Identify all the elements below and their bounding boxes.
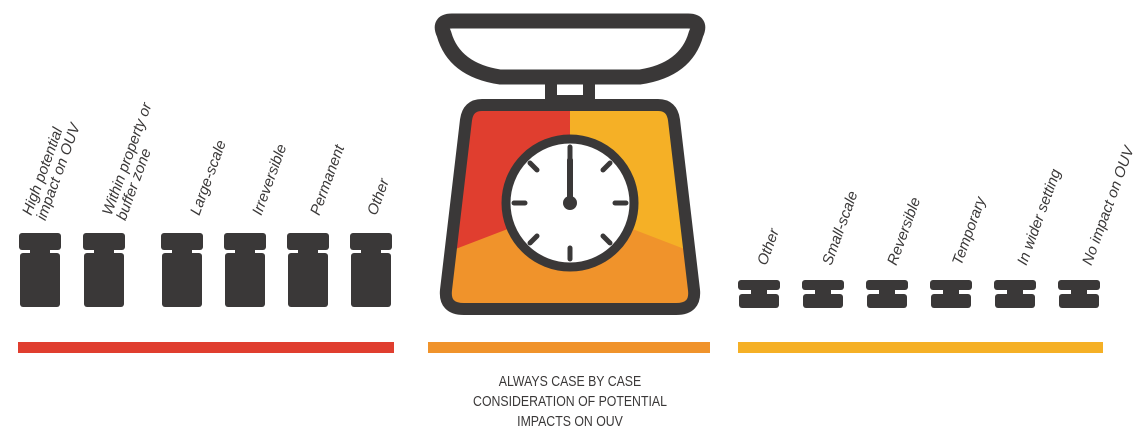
heavy-weight-icon	[287, 233, 329, 307]
heavy-weights-group	[19, 233, 392, 307]
scale-body	[439, 99, 701, 315]
light-weight-icon	[866, 280, 908, 308]
light-weight-icon	[1058, 280, 1100, 308]
light-weight-icon	[930, 280, 972, 308]
scale-neck	[545, 71, 595, 107]
heavy-weight-icon	[161, 233, 203, 307]
light-weights-group	[738, 280, 1100, 308]
heavy-weight-icon	[350, 233, 392, 307]
light-weight-icon	[994, 280, 1036, 308]
left-bar	[18, 342, 394, 353]
caption-text: ALWAYS CASE BY CASE CONSIDERATION OF POT…	[473, 373, 667, 430]
clock-dial-icon	[501, 134, 639, 272]
scale-pan	[434, 13, 706, 85]
light-weight-icon	[802, 280, 844, 308]
heavy-weight-icon	[19, 233, 61, 307]
light-weight-icon	[738, 280, 780, 308]
middle-bar	[428, 342, 710, 353]
heavy-weight-icon	[224, 233, 266, 307]
heavy-weight-icon	[83, 233, 125, 307]
right-bar	[738, 342, 1103, 353]
kitchen-scale-icon	[434, 13, 706, 315]
